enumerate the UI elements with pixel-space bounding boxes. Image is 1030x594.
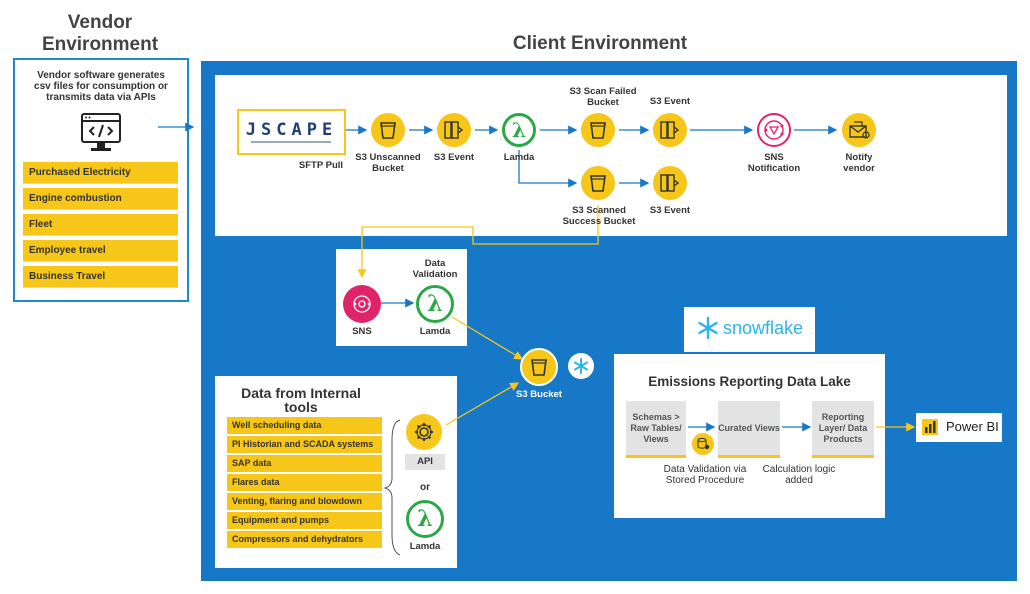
or-label: or: [420, 482, 430, 493]
reporting-layer-box: Reporting Layer/ Data Products: [812, 401, 874, 458]
snowflake-logo-text: snowflake: [723, 318, 804, 338]
s3-event-label: S3 Event: [433, 152, 475, 163]
api-label: API: [405, 454, 445, 470]
internal-item: Flares data: [227, 474, 382, 491]
s3-scanned-success-label: S3 Scanned Success Bucket: [562, 205, 636, 227]
internal-item: Compressors and dehydrators: [227, 531, 382, 548]
data-lake-title: Emissions Reporting Data Lake: [648, 374, 851, 389]
internal-tools-title: Data from Internal tools: [241, 385, 361, 415]
internal-item: Venting, flaring and blowdown logs: [227, 493, 382, 523]
calculation-note: Calculation logic added: [762, 464, 836, 486]
snowflake-logo: snowflake: [696, 316, 803, 340]
s3-scan-failed-label: S3 Scan Failed Bucket: [569, 86, 637, 108]
snowflake-icon: [568, 353, 594, 379]
vendor-item: Purchased Electricity: [23, 162, 178, 184]
s3-scanned-success-bucket-icon: [581, 166, 615, 200]
lamda-icon: λ: [416, 285, 454, 323]
internal-item: PI Historian and SCADA systems: [227, 436, 382, 453]
sns-notification-label: SNS Notification: [747, 152, 801, 174]
lamda-label: Lamda: [503, 152, 535, 163]
sns-notification-icon: [757, 113, 791, 147]
vendor-item: Fleet: [23, 214, 178, 236]
sns-label: SNS: [352, 326, 372, 337]
curated-views-box: Curated Views: [718, 401, 780, 458]
jscape-logo-text: JSCAPE: [245, 120, 338, 140]
jscape-logo: JSCAPE: [237, 109, 346, 155]
vendor-item: Business Travel: [23, 266, 178, 288]
data-validation-note: Data Validation via Stored Procedure: [663, 464, 747, 486]
s3-event-label: S3 Event: [649, 205, 691, 216]
vendor-item: Employee travel: [23, 240, 178, 262]
s3-event-icon: [653, 113, 687, 147]
s3-bucket-icon: [520, 348, 558, 386]
s3-unscanned-label: S3 Unscanned Bucket: [355, 152, 421, 174]
lamda-icon: λ: [406, 500, 444, 538]
snowflake-icon: [698, 316, 718, 340]
notify-vendor-label: Notify vendor: [843, 152, 875, 174]
stored-procedure-icon: [692, 433, 714, 455]
sns-icon: [343, 285, 381, 323]
s3-event-icon: [437, 113, 471, 147]
internal-item: Well scheduling data: [227, 417, 382, 434]
s3-scan-failed-bucket-icon: [581, 113, 615, 147]
data-validation-label: Data Validation: [412, 258, 458, 280]
power-bi-icon: [922, 419, 938, 435]
vendor-environment-box: Vendor software generates csv files for …: [13, 58, 189, 302]
s3-unscanned-bucket-icon: [371, 113, 405, 147]
client-environment-title: Client Environment: [512, 33, 688, 54]
s3-bucket-label: S3 Bucket: [516, 389, 562, 400]
code-monitor-icon: [79, 112, 123, 159]
lamda-icon: λ: [502, 113, 536, 147]
notify-vendor-icon: [842, 113, 876, 147]
lamda-label: Lamda: [409, 541, 441, 552]
lamda-label: Lamda: [419, 326, 451, 337]
s3-event-icon: [653, 166, 687, 200]
power-bi-logo: Power BI: [921, 418, 999, 436]
raw-tables-box: Schemas > Raw Tables/ Views: [626, 401, 686, 458]
ingestion-panel: [215, 75, 1007, 236]
sftp-pull-label: SFTP Pull: [298, 160, 344, 171]
internal-item: Equipment and pumps: [227, 512, 382, 529]
internal-item: SAP data: [227, 455, 382, 472]
vendor-item: Engine combustion: [23, 188, 178, 210]
vendor-description: Vendor software generates csv files for …: [34, 70, 168, 103]
s3-event-label: S3 Event: [649, 96, 691, 107]
api-gear-icon: [406, 414, 442, 450]
power-bi-label: Power BI: [946, 419, 999, 434]
vendor-environment-title: Vendor Environment: [41, 12, 159, 55]
